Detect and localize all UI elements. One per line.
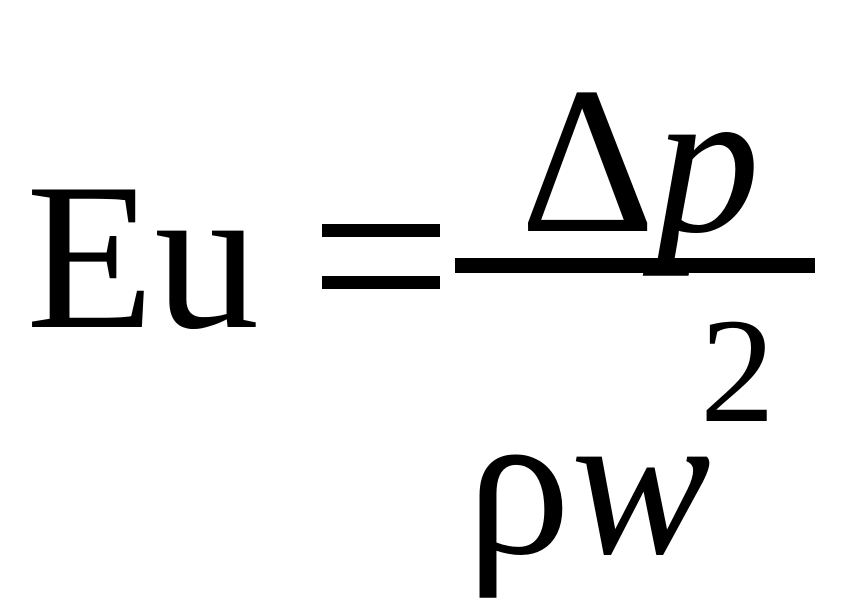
density-symbol: ρ xyxy=(466,367,571,599)
fraction-denominator: ρw xyxy=(466,378,711,588)
equals-sign-top-bar xyxy=(322,224,440,237)
velocity-variable: w xyxy=(570,367,711,599)
velocity-exponent: 2 xyxy=(700,288,775,454)
delta-symbol: Δ xyxy=(520,45,656,277)
fraction-numerator: Δp xyxy=(520,56,760,266)
equals-sign-bottom-bar xyxy=(322,276,440,289)
fraction-bar xyxy=(455,258,815,273)
pressure-variable: p xyxy=(655,45,761,277)
formula-lhs-eu: Eu xyxy=(26,141,260,373)
